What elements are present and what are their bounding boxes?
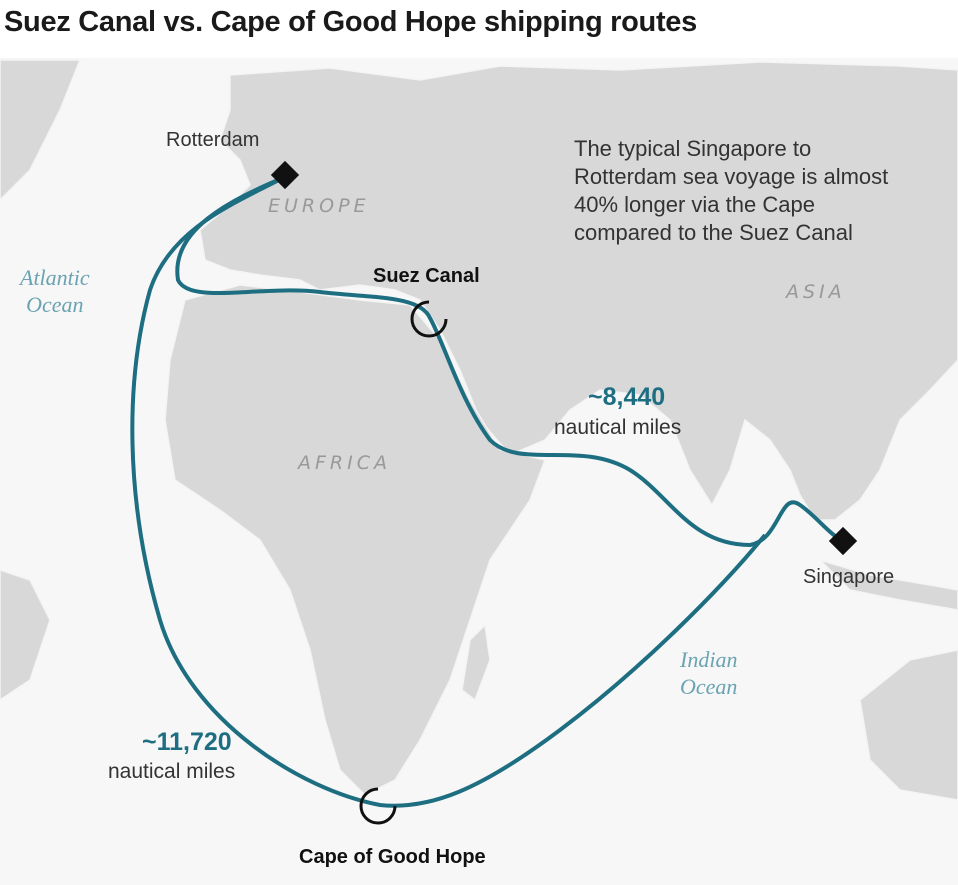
land-eurasia: [199, 61, 958, 521]
cape-label: Cape of Good Hope: [299, 846, 486, 868]
annotation-note: The typical Singapore to Rotterdam sea v…: [574, 136, 889, 245]
region-label-africa: AFRICA: [298, 452, 391, 474]
ocean-line: Ocean: [26, 292, 84, 317]
route-suez: [175, 175, 844, 548]
cape-marker: [359, 787, 397, 825]
cape-distance: ~11,720: [142, 728, 232, 756]
route-cape: [130, 175, 767, 808]
map-canvas: [0, 58, 958, 885]
city-label-rotterdam: Rotterdam: [166, 129, 260, 151]
singapore-marker-icon: [828, 526, 858, 556]
land-madagascar: [461, 623, 491, 702]
land-australia: [859, 649, 958, 801]
land-south-america: [0, 569, 51, 701]
cape-distance-unit: nautical miles: [108, 760, 236, 783]
suez-canal-label: Suez Canal: [373, 265, 480, 287]
landmass: [0, 59, 958, 801]
suez-distance: ~8,440: [588, 383, 666, 411]
ocean-line: Atlantic: [20, 265, 90, 290]
region-label-europe: EUROPE: [268, 195, 370, 217]
land-indonesia: [819, 559, 958, 611]
suez-distance-unit: nautical miles: [554, 416, 682, 439]
ocean-line: Indian: [680, 647, 738, 672]
map-title: Suez Canal vs. Cape of Good Hope shippin…: [4, 6, 697, 38]
suez-marker: [410, 300, 448, 338]
city-label-singapore: Singapore: [803, 566, 895, 588]
land-americas: [0, 59, 82, 202]
region-label-asia: ASIA: [786, 281, 846, 303]
ocean-line: Ocean: [680, 674, 738, 699]
